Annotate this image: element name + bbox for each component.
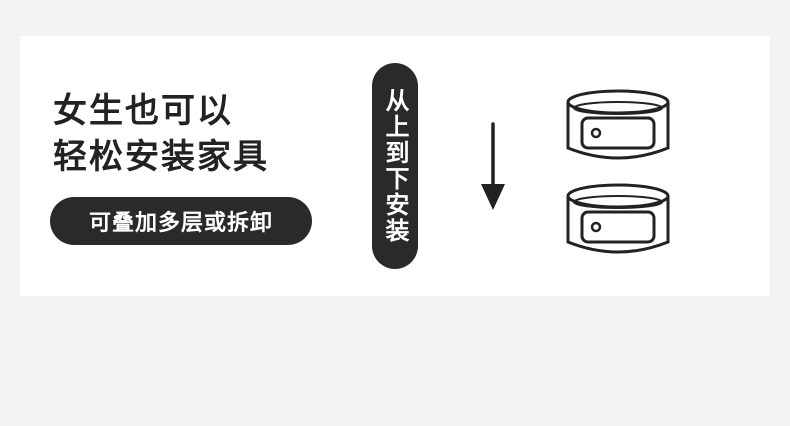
content-card: 女生也可以 轻松安装家具 可叠加多层或拆卸 从上到下安装	[20, 36, 770, 296]
drawer-box-icon	[566, 89, 670, 160]
install-direction-label: 从上到下安装	[372, 63, 418, 269]
drawer-box-icon	[566, 183, 670, 254]
headline: 女生也可以 轻松安装家具	[53, 88, 269, 180]
feature-badge: 可叠加多层或拆卸	[50, 197, 312, 245]
install-direction-text: 从上到下安装	[381, 88, 409, 244]
headline-line-2: 轻松安装家具	[53, 137, 269, 177]
arrow-down-icon	[481, 122, 505, 210]
headline-line-1: 女生也可以	[53, 91, 233, 131]
